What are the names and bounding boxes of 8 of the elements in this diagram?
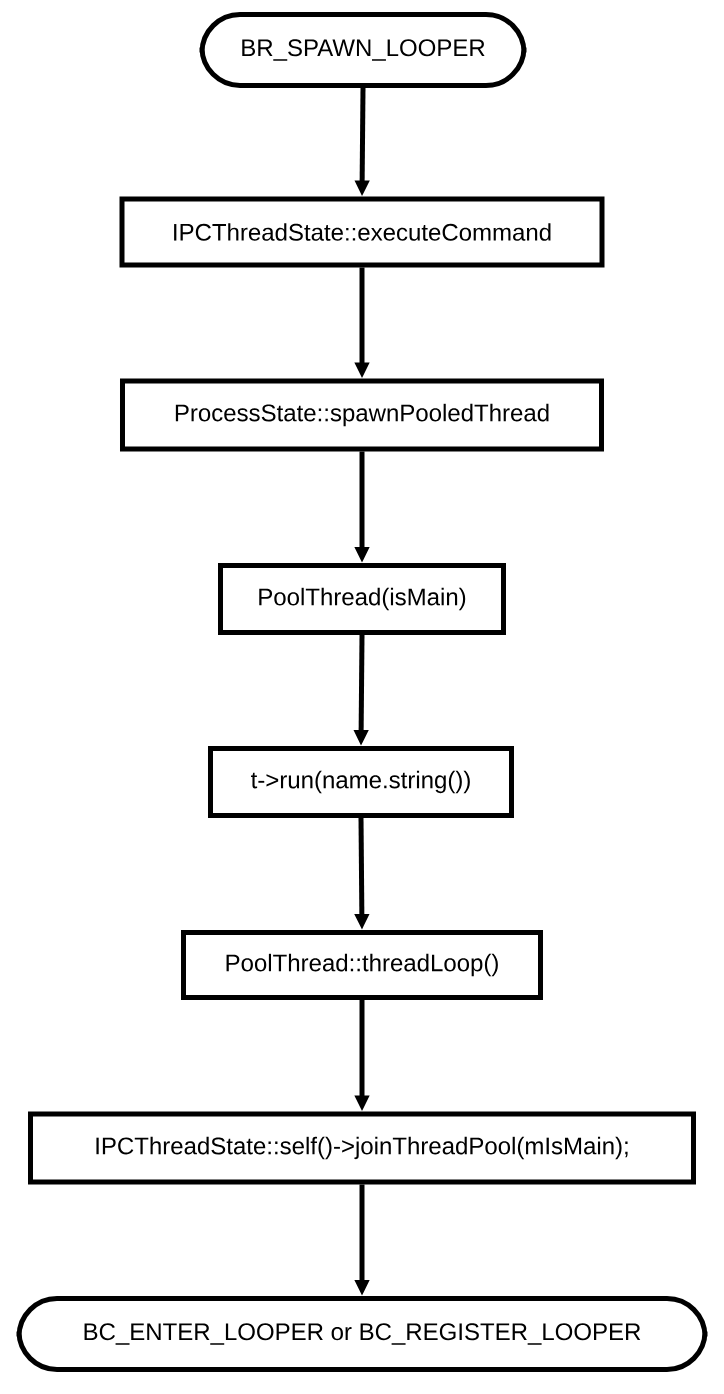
process-box: ProcessState::spawnPooledThread — [120, 378, 604, 452]
process-box: IPCThreadState::self()->joinThreadPool(mIsMain); — [28, 1111, 696, 1185]
process-box: IPCThreadState::executeCommand — [119, 196, 605, 268]
process-box: PoolThread::threadLoop() — [181, 930, 543, 1000]
process-box: t->run(name.string()) — [208, 746, 514, 818]
terminal-box: BR_SPAWN_LOOPER — [199, 12, 527, 88]
process-box: PoolThread(isMain) — [218, 563, 506, 635]
terminal-box: BC_ENTER_LOOPER or BC_REGISTER_LOOPER — [16, 1296, 708, 1372]
